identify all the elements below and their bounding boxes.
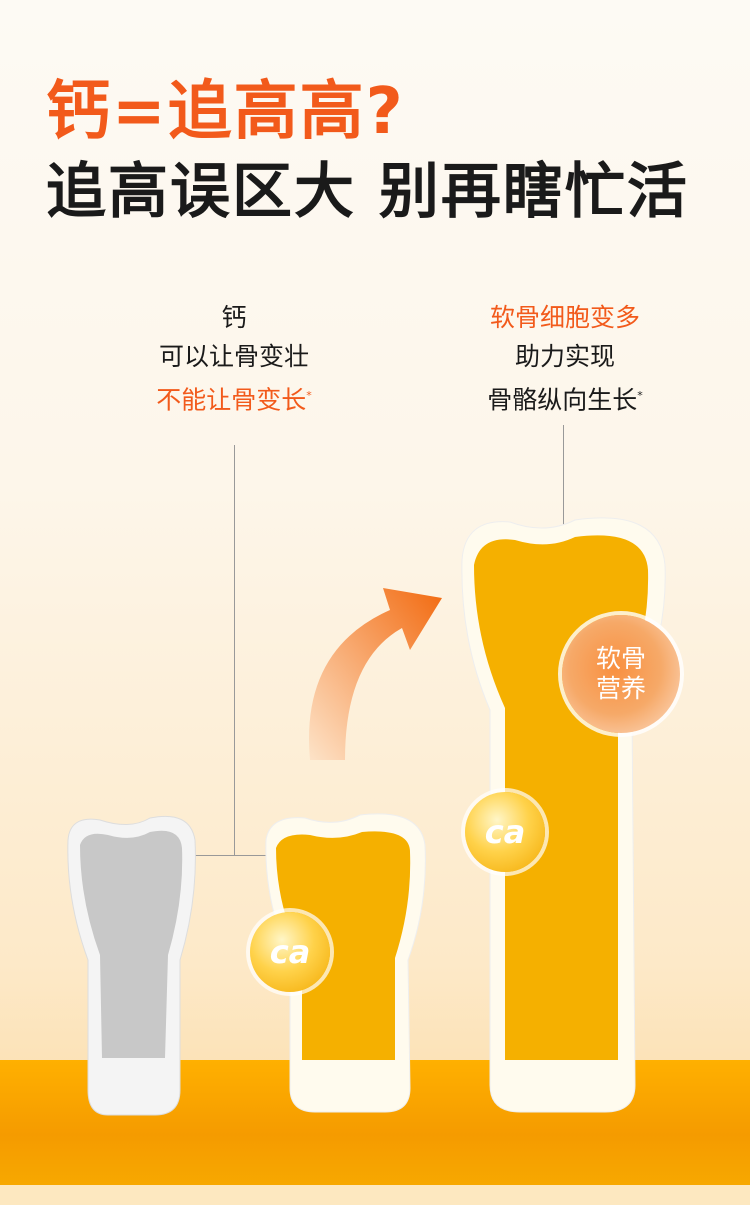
left-caption-line2: 可以让骨变壮: [158, 342, 309, 371]
platform-base: [0, 1185, 750, 1205]
small-bone-grey: [67, 815, 196, 1116]
footnote-mark: *: [306, 389, 312, 402]
calcium-badge-2: ca: [465, 792, 545, 872]
pointer-line-right: [563, 425, 564, 530]
pointer-line-left: [234, 445, 235, 855]
left-caption-line3: 不能让骨变长*: [134, 376, 334, 419]
left-caption: 钙 可以让骨变壮 不能让骨变长*: [134, 298, 334, 419]
right-caption-text: 骨骼纵向生长: [487, 385, 638, 415]
footnote-mark: *: [637, 389, 643, 402]
calcium-label: ca: [269, 933, 311, 971]
badge-line1: 软骨: [595, 644, 646, 673]
right-caption-line1: 软骨细胞变多: [489, 303, 640, 332]
badge-line2: 营养: [595, 674, 646, 703]
medium-bone-yellow: [265, 813, 426, 1113]
growth-arrow-icon: [309, 588, 442, 760]
right-caption: 软骨细胞变多 助力实现 骨骼纵向生长*: [460, 298, 670, 419]
left-caption-text: 不能让骨变长: [156, 385, 307, 415]
calcium-label: ca: [484, 813, 526, 851]
calcium-badge-1: ca: [250, 912, 330, 992]
headline-title: 钙=追高高?: [46, 75, 405, 149]
cartilage-nutrition-badge: 软骨营养: [562, 615, 680, 733]
headline-subtitle: 追高误区大 别再瞎忙活: [46, 157, 689, 227]
left-caption-line1: 钙: [221, 303, 247, 332]
pointer-line-horizontal: [150, 855, 328, 856]
right-caption-line2: 助力实现: [514, 342, 615, 371]
right-caption-line3: 骨骼纵向生长*: [460, 376, 670, 419]
